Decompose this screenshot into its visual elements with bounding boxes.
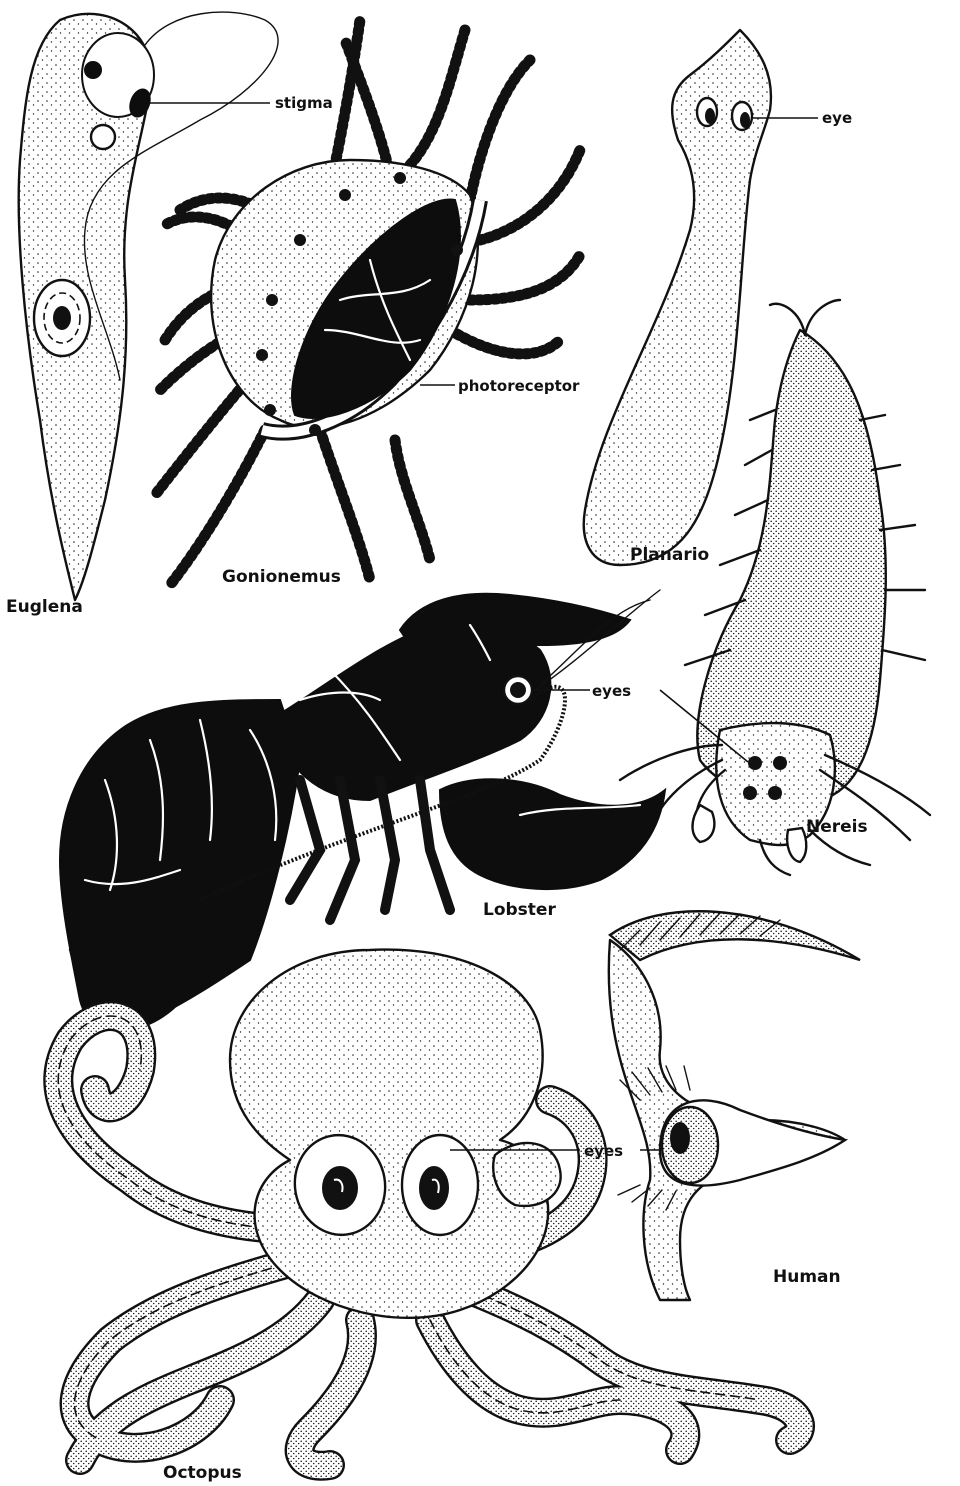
- label-planaria-eye: eye: [822, 109, 852, 127]
- lobster-eye-pupil: [510, 682, 526, 698]
- label-lobster: Lobster: [483, 900, 556, 920]
- label-euglena: Euglena: [6, 597, 83, 617]
- label-human: Human: [773, 1267, 841, 1287]
- nereis-tail-cirri: [770, 300, 840, 335]
- label-nereis: Nereis: [806, 817, 868, 837]
- octopus-siphon: [493, 1143, 560, 1206]
- lobster-carapace: [270, 623, 550, 800]
- nereis-palp-right: [787, 828, 806, 862]
- label-eyes-lobster-nereis: eyes: [592, 682, 631, 700]
- euglena-vacuole: [91, 125, 115, 149]
- octopus-figure: [58, 950, 800, 1466]
- octopus-mantle-and-head: [230, 950, 548, 1318]
- label-photoreceptor: photoreceptor: [458, 377, 580, 395]
- label-planaria: Planario: [630, 545, 709, 565]
- nereis-palp-left: [693, 805, 715, 842]
- planaria-figure: [584, 30, 771, 565]
- gonionemus-figure: [155, 20, 580, 585]
- lobster-lower-claw: [440, 779, 665, 889]
- planaria-eye-right-pigment: [740, 112, 750, 128]
- planaria-eye-left-pigment: [705, 108, 715, 124]
- human-figure: [609, 911, 860, 1300]
- label-stigma: stigma: [275, 94, 333, 112]
- label-eyes-octopus-human: eyes: [584, 1142, 623, 1160]
- human-pupil: [670, 1122, 690, 1154]
- label-octopus: Octopus: [163, 1463, 242, 1483]
- euglena-nucleus: [34, 280, 90, 356]
- label-gonionemus: Gonionemus: [222, 567, 341, 587]
- euglena-granule: [85, 62, 101, 78]
- human-iris: [662, 1107, 718, 1183]
